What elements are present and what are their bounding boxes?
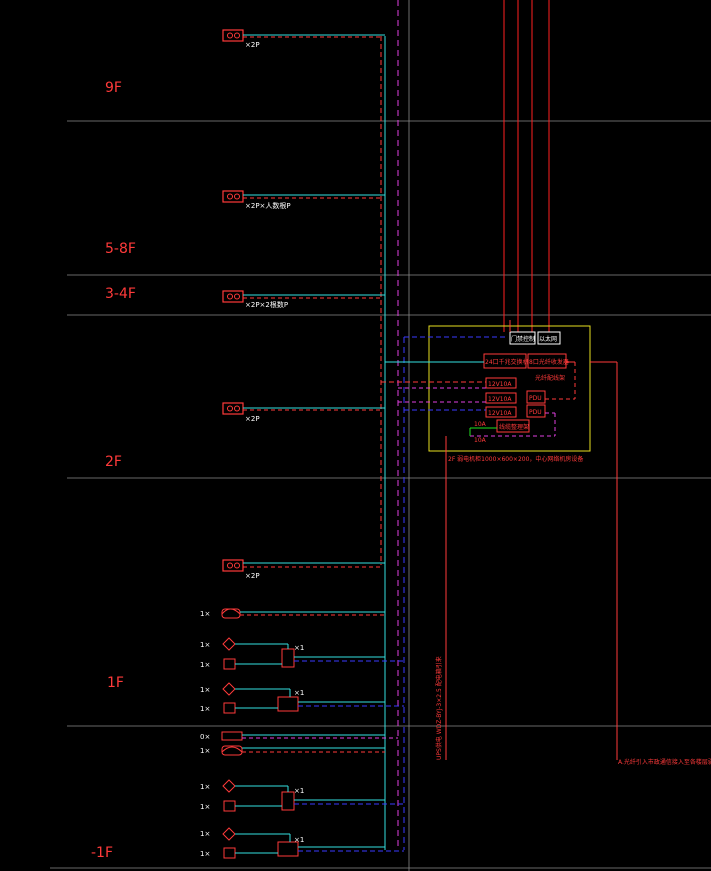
outlet-1f-top bbox=[222, 559, 385, 572]
right-note: A.光纤引入市政通信接入至各楼层弱电主机房 bbox=[618, 758, 711, 766]
cam-1f-b bbox=[222, 682, 404, 714]
cabinet-top-left: 门禁控制 bbox=[511, 335, 535, 343]
count-label: 1× bbox=[200, 686, 210, 694]
floor-lines bbox=[50, 120, 711, 869]
count-label: 1× bbox=[200, 803, 210, 811]
count-label: ×1 bbox=[294, 836, 304, 844]
outlet-note-9f: ×2P bbox=[245, 41, 260, 49]
count-label: 1× bbox=[200, 641, 210, 649]
cabinet-breaker-a: 10A bbox=[474, 421, 487, 428]
count-label: ×1 bbox=[294, 787, 304, 795]
cabinet-pdu1: PDU bbox=[529, 395, 542, 402]
outlet-5-8f bbox=[222, 190, 385, 203]
floor-label-2f: 2F bbox=[105, 454, 122, 470]
count-label: 1× bbox=[200, 610, 210, 618]
outlet-9f bbox=[222, 29, 385, 42]
count-label: 0× bbox=[200, 733, 210, 741]
floor-label-3-4f: 3-4F bbox=[105, 286, 136, 302]
cam-b1-b bbox=[222, 827, 404, 859]
cabinet-switch-right: 8口光纤收发器 bbox=[529, 358, 569, 366]
cam-1f-a bbox=[222, 637, 404, 670]
count-label: 1× bbox=[200, 783, 210, 791]
network-cabinet bbox=[381, 320, 618, 760]
phone-1f bbox=[221, 608, 385, 619]
count-label: 1× bbox=[200, 661, 210, 669]
count-label: 1× bbox=[200, 830, 210, 838]
ups-vertical-note: UPS供电 WDZ-BYJ-3×2.5 配电箱引来 bbox=[435, 656, 443, 760]
cabinet-ups2: 12V10A bbox=[488, 396, 512, 403]
count-label: 1× bbox=[200, 705, 210, 713]
count-label: ×1 bbox=[294, 644, 304, 652]
outlet-note-3-4f: ×2P×2根数P bbox=[245, 300, 288, 309]
outlets-1f-bottom bbox=[221, 731, 398, 756]
outlet-note-5-8f: ×2P×人数根P bbox=[245, 201, 291, 210]
count-label: 1× bbox=[200, 850, 210, 858]
cabinet-switch24: 24口千兆交换机 bbox=[485, 358, 529, 366]
outlet-2f bbox=[222, 402, 385, 415]
cabinet-ups3: 12V10A bbox=[488, 410, 512, 417]
floor-label-9f: 9F bbox=[105, 80, 122, 96]
cabinet-power-note: 光纤配线架 bbox=[535, 374, 565, 382]
outlet-note-2f: ×2P bbox=[245, 415, 260, 423]
cabinet-rack-item: 线缆整理架 bbox=[499, 423, 529, 431]
cabinet-caption: 2F 弱电机柜1000×600×200，中心网络机房设备 bbox=[448, 455, 583, 463]
floor-label-5-8f: 5-8F bbox=[105, 241, 136, 257]
cabinet-ups1: 12V10A bbox=[488, 381, 512, 388]
count-label: 1× bbox=[200, 747, 210, 755]
cabinet-breaker-b: 10A bbox=[474, 437, 487, 444]
cabinet-top-right: 以太网 bbox=[539, 335, 557, 343]
count-label: ×1 bbox=[294, 689, 304, 697]
outlet-note-1f: ×2P bbox=[245, 572, 260, 580]
floor-label-1f: 1F bbox=[107, 675, 124, 691]
cam-b1-a bbox=[222, 779, 404, 812]
floor-label-b1f: -1F bbox=[91, 845, 113, 861]
cabinet-pdu2: PDU bbox=[529, 409, 542, 416]
outlet-3-4f bbox=[222, 290, 385, 303]
